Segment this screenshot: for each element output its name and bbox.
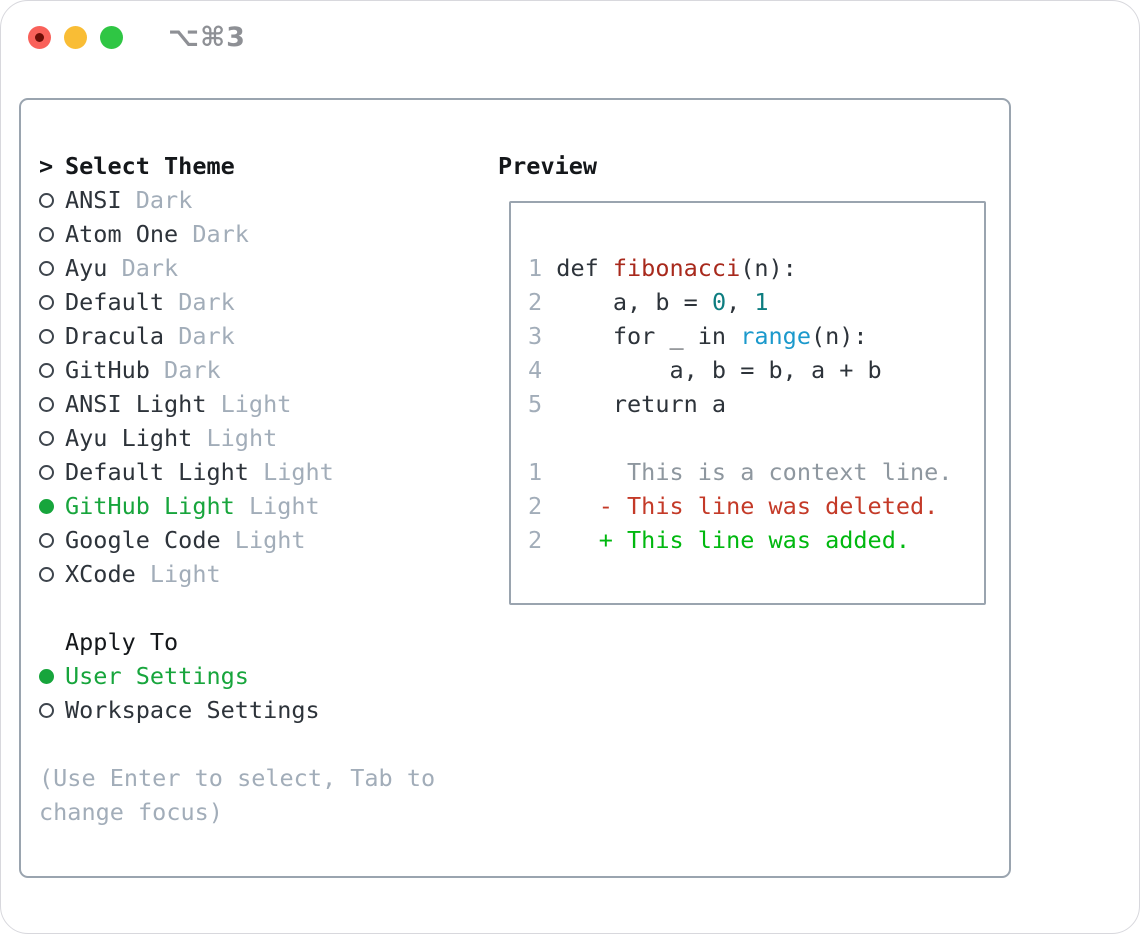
minimize-button[interactable] [64, 26, 87, 49]
radio-slot [39, 294, 65, 310]
radio-slot [39, 498, 65, 514]
radio-icon [39, 260, 54, 276]
theme-option-ansi-light[interactable]: ANSI Light Light [39, 387, 479, 421]
theme-option-label: Dracula Dark [65, 322, 235, 350]
theme-option-label: Default Dark [65, 288, 235, 316]
select-theme-header: > Select Theme [39, 149, 479, 183]
theme-option-ansi[interactable]: ANSI Dark [39, 183, 479, 217]
preview-line-code: 5 return a [528, 390, 727, 418]
radio-slot [39, 566, 65, 582]
radio-slot [39, 702, 65, 718]
theme-option-label: Ayu Dark [65, 254, 179, 282]
radio-slot [39, 464, 65, 480]
main-panel [19, 98, 1011, 878]
radio-slot [39, 430, 65, 446]
apply-to-title: Apply To [65, 628, 179, 656]
theme-option-label: Ayu Light Light [65, 424, 278, 452]
preview-line-added: 2 + This line was added. [528, 526, 911, 554]
theme-option-label: Google Code Light [65, 526, 306, 554]
apply-to-header: Apply To [39, 625, 479, 659]
radio-icon [39, 328, 54, 344]
apply-option-label: User Settings [65, 662, 249, 690]
theme-option-label: Default Light Light [65, 458, 334, 486]
radio-slot [39, 260, 65, 276]
theme-option-github[interactable]: GitHub Dark [39, 353, 479, 387]
radio-icon [39, 226, 54, 242]
preview-line-deleted: 2 - This line was deleted. [528, 492, 939, 520]
theme-option-label: GitHub Dark [65, 356, 221, 384]
apply-option-workspace-settings[interactable]: Workspace Settings [39, 693, 479, 727]
theme-option-atom-one[interactable]: Atom One Dark [39, 217, 479, 251]
preview-title: Preview [498, 152, 598, 180]
radio-icon [39, 430, 54, 446]
theme-option-dracula[interactable]: Dracula Dark [39, 319, 479, 353]
radio-icon [39, 294, 54, 310]
preview-line-code: 4 a, b = b, a + b [528, 356, 882, 384]
theme-option-label: ANSI Light Light [65, 390, 292, 418]
preview-line-context: 1 This is a context line. [528, 458, 953, 486]
zoom-button[interactable] [100, 26, 123, 49]
theme-option-default-light[interactable]: Default Light Light [39, 455, 479, 489]
radio-selected-icon [39, 668, 54, 684]
radio-slot [39, 328, 65, 344]
cursor-icon: > [39, 152, 54, 180]
radio-icon [39, 464, 54, 480]
theme-option-ayu[interactable]: Ayu Dark [39, 251, 479, 285]
help-text: (Use Enter to select, Tab to change focu… [39, 764, 436, 826]
radio-slot [39, 362, 65, 378]
preview-line-code: 1 def fibonacci(n): [528, 254, 797, 282]
radio-slot [39, 192, 65, 208]
apply-option-label: Workspace Settings [65, 696, 320, 724]
preview-line-code: 2 a, b = 0, 1 [528, 288, 769, 316]
theme-option-default[interactable]: Default Dark [39, 285, 479, 319]
spacer [39, 727, 479, 761]
theme-option-label: XCode Light [65, 560, 221, 588]
preview-code: 1 def fibonacci(n): 2 a, b = 0, 1 3 for _ … [528, 251, 952, 557]
radio-selected-icon [39, 498, 54, 514]
theme-option-google-code[interactable]: Google Code Light [39, 523, 479, 557]
radio-icon [39, 702, 54, 718]
theme-option-github-light[interactable]: GitHub Light Light [39, 489, 479, 523]
radio-icon [39, 532, 54, 548]
spacer [39, 591, 479, 625]
radio-slot [39, 668, 65, 684]
theme-option-ayu-light[interactable]: Ayu Light Light [39, 421, 479, 455]
theme-option-label: ANSI Dark [65, 186, 193, 214]
unsaved-indicator-icon [35, 33, 44, 42]
radio-slot [39, 532, 65, 548]
radio-icon [39, 566, 54, 582]
radio-slot [39, 396, 65, 412]
preview-line-blank [528, 421, 952, 455]
theme-option-xcode[interactable]: XCode Light [39, 557, 479, 591]
radio-icon [39, 396, 54, 412]
radio-icon [39, 362, 54, 378]
apply-option-user-settings[interactable]: User Settings [39, 659, 479, 693]
window-title: ⌥⌘3 [168, 22, 246, 53]
preview-line-code: 3 for _ in range(n): [528, 322, 868, 350]
preview-box [509, 201, 986, 605]
select-theme-title: Select Theme [65, 152, 235, 180]
theme-option-label: Atom One Dark [65, 220, 249, 248]
theme-option-label: GitHub Light Light [65, 492, 320, 520]
radio-slot [39, 226, 65, 242]
radio-icon [39, 192, 54, 208]
close-button[interactable] [28, 26, 51, 49]
